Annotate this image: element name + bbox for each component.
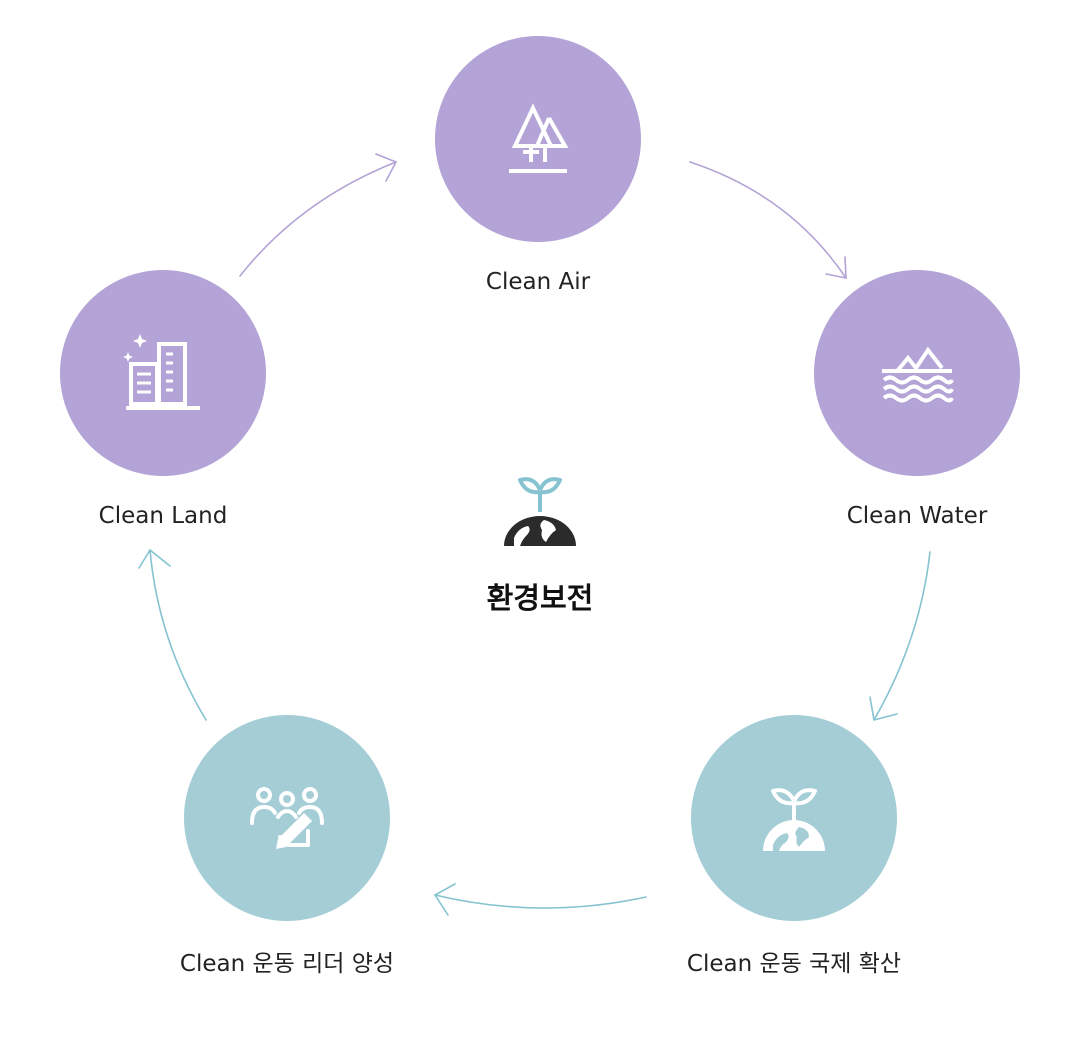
mountain-water-icon	[882, 346, 954, 403]
clean-water-circle	[814, 270, 1020, 476]
center-title: 환경보전	[486, 581, 594, 615]
arrow-leader-to-land	[138, 549, 207, 721]
trees-icon	[509, 103, 569, 173]
clean-leader-circle	[184, 715, 390, 921]
clean-air-circle	[435, 36, 641, 242]
people-leader-icon	[250, 787, 324, 849]
clean-land-label: Clean Land	[98, 503, 228, 529]
clean-air-label: Clean Air	[485, 269, 591, 295]
clean-land-circle	[60, 270, 266, 476]
buildings-icon	[123, 334, 200, 410]
clean-intl-label: Clean 운동 국제 확산	[686, 951, 902, 977]
center-sprout-globe-icon	[504, 477, 576, 546]
clean-intl-circle	[691, 715, 897, 921]
arrow-air-to-water	[689, 161, 847, 279]
clean-water-label: Clean Water	[846, 503, 988, 529]
arrow-land-to-air	[239, 153, 397, 277]
clean-leader-label: Clean 운동 리더 양성	[179, 951, 395, 977]
arrow-water-to-intl	[869, 551, 931, 721]
sprout-globe-icon	[763, 788, 825, 851]
arrow-intl-to-leader	[434, 883, 647, 916]
